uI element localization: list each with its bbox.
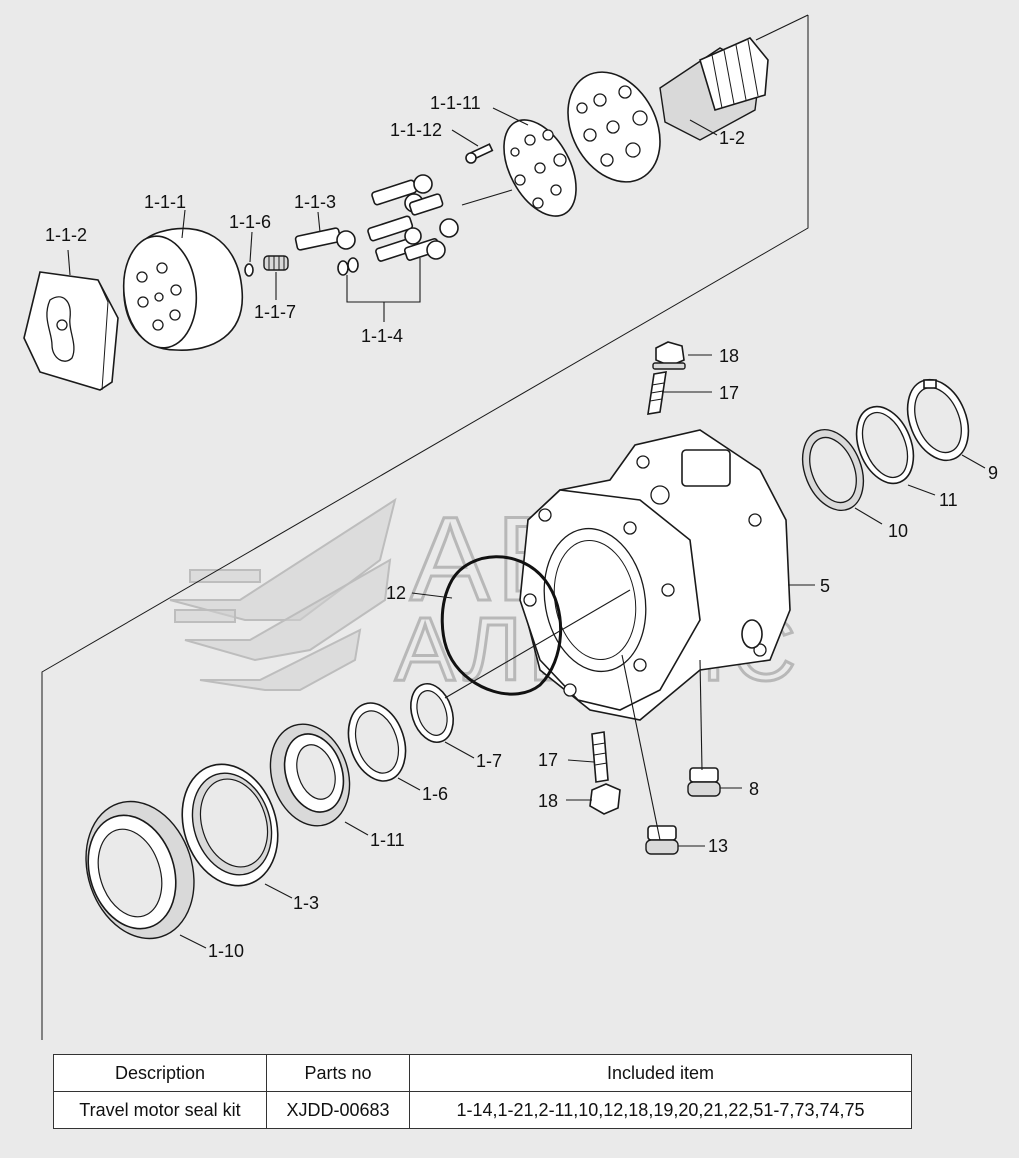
backup-ring-11 [855, 405, 915, 485]
callout-5: 5 [820, 576, 830, 596]
callout-1-7: 1-7 [476, 751, 502, 771]
oil-seal-10 [801, 428, 865, 512]
spring [263, 255, 289, 271]
stud-top [647, 371, 667, 415]
washer [244, 263, 254, 277]
plug-8 [687, 767, 721, 797]
callout-12: 12 [386, 583, 406, 603]
cylinder-block [122, 227, 243, 351]
callout-1-2: 1-2 [719, 128, 745, 148]
callout-1-1-2: 1-1-2 [45, 225, 87, 245]
shim-1-6 [347, 702, 407, 782]
header-parts-no: Parts no [266, 1054, 410, 1092]
callouts: 1-1-11 1-1-12 1-2 1-1-1 1-1-2 1-1-6 1-1-… [45, 93, 998, 961]
flange-bolt-bottom [589, 783, 621, 815]
bearing-1-10 [85, 800, 195, 940]
callout-1-1-1: 1-1-1 [144, 192, 186, 212]
callout-1-1-6: 1-1-6 [229, 212, 271, 232]
cell-parts-no: XJDD-00683 [266, 1091, 410, 1129]
snap-ring-9 [906, 378, 970, 462]
callout-1-1-3: 1-1-3 [294, 192, 336, 212]
watermark-logo [169, 497, 397, 691]
small-bolt [465, 143, 494, 164]
callout-1-6: 1-6 [422, 784, 448, 804]
callout-8: 8 [749, 779, 759, 799]
o-ring-12 [440, 555, 562, 696]
floating-seal-1-3 [181, 763, 279, 887]
callout-1-1-11: 1-1-11 [430, 93, 481, 113]
header-description: Description [53, 1054, 267, 1092]
callout-10: 10 [888, 521, 908, 541]
callout-13: 13 [708, 836, 728, 856]
plug-13 [645, 825, 679, 855]
leader-lines [67, 14, 986, 949]
drive-shaft [567, 37, 769, 183]
cell-description: Travel motor seal kit [53, 1091, 267, 1129]
callout-9: 9 [988, 463, 998, 483]
motor-housing [519, 429, 791, 721]
parts-table: Description Parts no Included item Trave… [53, 1054, 912, 1129]
flange-bolt-top [652, 341, 686, 370]
callout-18-top: 18 [719, 346, 739, 366]
callout-17-bottom: 17 [538, 750, 558, 770]
callout-1-1-4: 1-1-4 [361, 326, 403, 346]
cell-included-item: 1-14,1-21,2-11,10,12,18,19,20,21,22,51-7… [409, 1091, 912, 1129]
callout-1-10: 1-10 [208, 941, 244, 961]
bearing-1-11 [269, 723, 351, 827]
section-boundary [41, 15, 809, 1040]
callout-11: 11 [939, 490, 958, 510]
piston-set [337, 174, 459, 276]
callout-1-3: 1-3 [293, 893, 319, 913]
header-included-item: Included item [409, 1054, 912, 1092]
table-header-row: Description Parts no Included item [53, 1054, 912, 1092]
callout-18-bottom: 18 [538, 791, 558, 811]
callout-17-top: 17 [719, 383, 739, 403]
snap-ring-1-7 [410, 683, 454, 743]
valve-plate [23, 271, 119, 391]
stud-bottom [591, 731, 609, 783]
callout-1-11: 1-11 [370, 830, 405, 850]
callout-1-1-12: 1-1-12 [390, 120, 442, 140]
exploded-parts-diagram: АВТО АЛЬЯНС [23, 14, 998, 1040]
callout-1-1-7: 1-1-7 [254, 302, 296, 322]
retainer-plate [503, 119, 577, 217]
table-row: Travel motor seal kit XJDD-00683 1-14,1-… [53, 1091, 912, 1129]
center-pin [294, 227, 356, 251]
